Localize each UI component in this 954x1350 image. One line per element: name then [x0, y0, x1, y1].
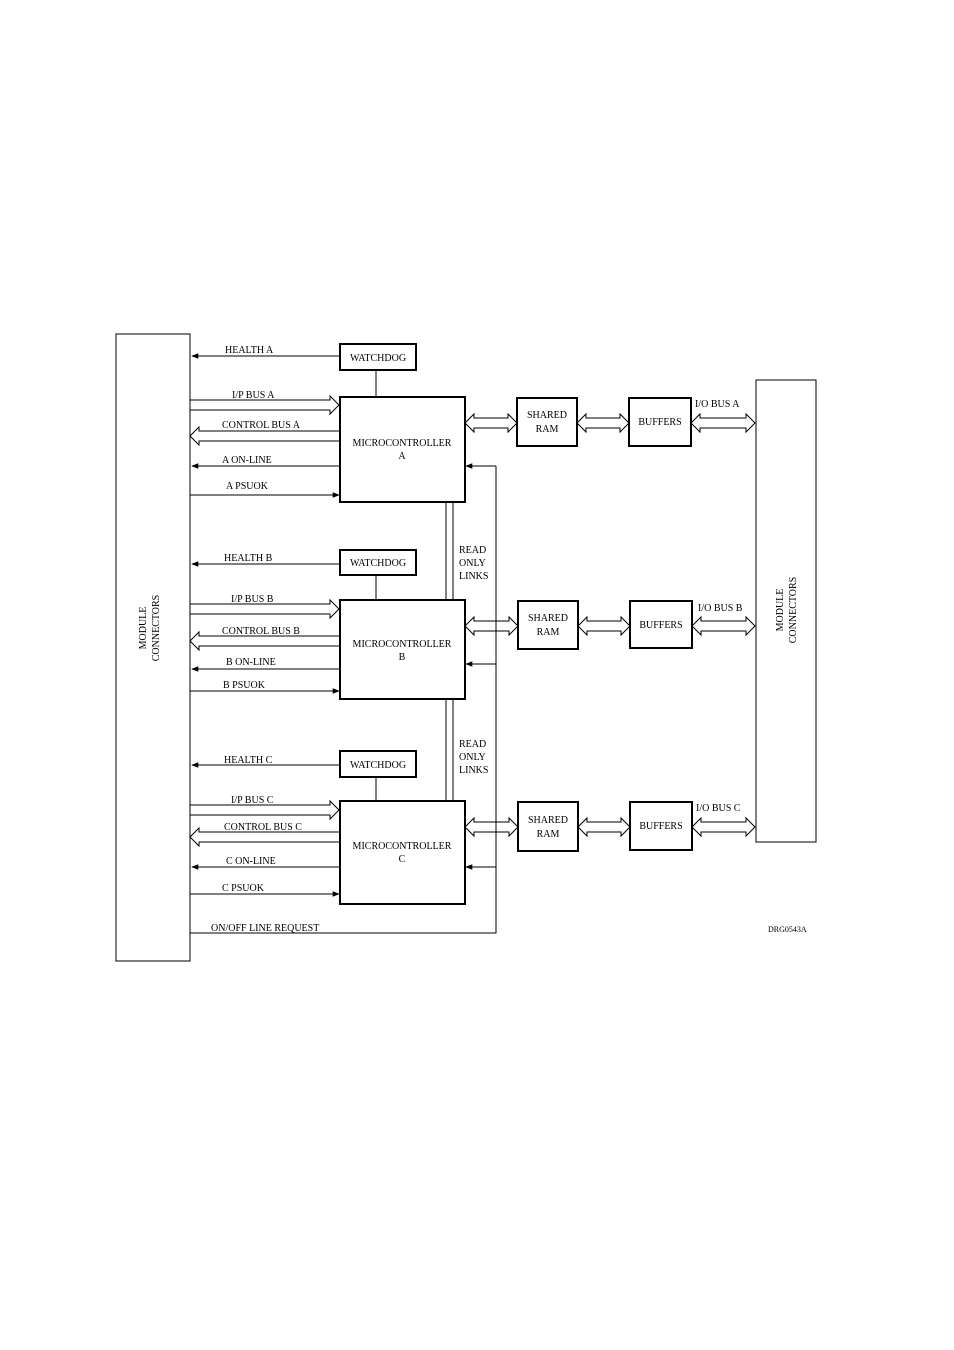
microcontroller-c-label-2: C	[399, 854, 406, 865]
read-only-links-ab-label-1: READ	[459, 545, 486, 556]
microcontroller-b-label-2: B	[399, 652, 406, 663]
read-only-links-ab-label-2: ONLY	[459, 558, 486, 569]
shared-ram-a-label-2: RAM	[536, 424, 559, 435]
health-a-label: HEALTH A	[225, 345, 274, 356]
left-module-connector: MODULE CONNECTORS	[115, 333, 191, 962]
watchdog-b	[339, 549, 417, 576]
read-only-links-bc-label-1: READ	[459, 739, 486, 750]
c-psuok-label: C PSUOK	[222, 883, 265, 894]
a-online-label: A ON-LINE	[222, 455, 272, 466]
ip-bus-a-label: I/P BUS A	[232, 390, 275, 401]
shared-ram-a	[516, 397, 578, 447]
ip-bus-b-label: I/P BUS B	[231, 594, 274, 605]
on-off-line-request: ON/OFF LINE REQUEST	[190, 463, 497, 934]
control-bus-b-label: CONTROL BUS B	[222, 626, 300, 637]
drawing-reference: DRG0543A	[768, 925, 807, 934]
shared-ram-c-label-1: SHARED	[528, 815, 568, 826]
b-psuok-label: B PSUOK	[223, 680, 266, 691]
buffers-c-label: BUFFERS	[639, 821, 682, 832]
right-module-connector: MODULE CONNECTORS	[755, 379, 817, 843]
buffers-a	[628, 397, 692, 447]
watchdog-b-label: WATCHDOG	[350, 558, 406, 569]
microcontroller-c-label-1: MICROCONTROLLER	[353, 841, 452, 852]
c-online-label: C ON-LINE	[226, 856, 276, 867]
control-bus-c-label: CONTROL BUS C	[224, 822, 302, 833]
microcontroller-b	[339, 599, 466, 700]
ip-bus-c-label: I/P BUS C	[231, 795, 274, 806]
health-b-label: HEALTH B	[224, 553, 273, 564]
shared-ram-a-label-1: SHARED	[527, 410, 567, 421]
control-bus-a-label: CONTROL BUS A	[222, 420, 301, 431]
right-connector-label-2: CONNECTORS	[788, 577, 799, 644]
microcontroller-b-label-1: MICROCONTROLLER	[353, 639, 452, 650]
buffers-c	[629, 801, 693, 851]
right-connector-label-1: MODULE	[775, 589, 786, 632]
microcontroller-a-label-2: A	[398, 451, 406, 462]
read-only-links-ab-label-3: LINKS	[459, 571, 488, 582]
io-bus-b-label: I/O BUS B	[698, 603, 743, 614]
health-c-label: HEALTH C	[224, 755, 273, 766]
buffers-b-label: BUFFERS	[639, 620, 682, 631]
microcontroller-c	[339, 800, 466, 905]
read-only-links-ab: READ ONLY LINKS	[445, 502, 488, 600]
on-off-line-request-label: ON/OFF LINE REQUEST	[211, 923, 319, 934]
watchdog-c-label: WATCHDOG	[350, 760, 406, 771]
left-connector-label-2: CONNECTORS	[151, 595, 162, 662]
left-connector-label-1: MODULE	[138, 607, 149, 650]
b-online-label: B ON-LINE	[226, 657, 276, 668]
io-bus-a-label: I/O BUS A	[695, 399, 740, 410]
watchdog-a-label: WATCHDOG	[350, 353, 406, 364]
shared-ram-c	[517, 801, 579, 852]
shared-ram-c-label-2: RAM	[537, 829, 560, 840]
read-only-links-bc: READ ONLY LINKS	[445, 699, 488, 801]
buffers-a-label: BUFFERS	[638, 417, 681, 428]
watchdog-c	[339, 750, 417, 778]
watchdog-a	[339, 343, 417, 371]
microcontroller-a	[339, 396, 466, 503]
shared-ram-b-label-1: SHARED	[528, 613, 568, 624]
channel-c: HEALTH C WATCHDOG I/P BUS C CONTROL BUS …	[189, 750, 756, 905]
microcontroller-a-label-1: MICROCONTROLLER	[353, 438, 452, 449]
read-only-links-bc-label-3: LINKS	[459, 765, 488, 776]
shared-ram-b	[517, 600, 579, 650]
shared-ram-b-label-2: RAM	[537, 627, 560, 638]
a-psuok-label: A PSUOK	[226, 481, 269, 492]
channel-b: HEALTH B WATCHDOG I/P BUS B CONTROL BUS …	[189, 549, 756, 700]
io-bus-c-label: I/O BUS C	[696, 803, 741, 814]
read-only-links-bc-label-2: ONLY	[459, 752, 486, 763]
channel-a: HEALTH A WATCHDOG I/P BUS A CONTROL BUS …	[189, 343, 756, 503]
buffers-b	[629, 600, 693, 649]
